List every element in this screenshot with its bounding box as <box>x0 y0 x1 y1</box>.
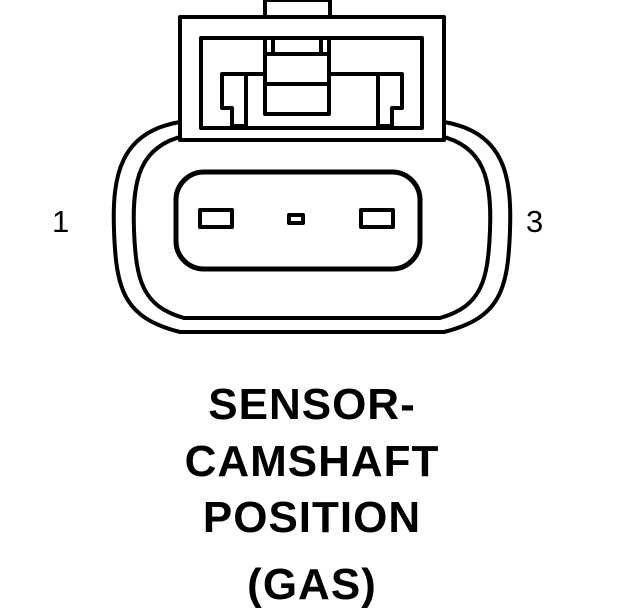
pin-terminal-1 <box>198 208 234 229</box>
caption-line: POSITION <box>202 493 422 542</box>
caption-line: (GAS) <box>247 560 377 609</box>
caption-line: CAMSHAFT <box>184 437 440 486</box>
caption-line: SENSOR- <box>208 380 416 429</box>
pin-label-3: 3 <box>526 204 544 239</box>
connector-inner-shell <box>131 134 493 320</box>
pin-terminal-2 <box>287 213 305 225</box>
connector-outer-shell <box>111 120 513 334</box>
pin-label-1: 1 <box>52 204 70 239</box>
locking-tab-top <box>263 0 332 19</box>
pin-terminal-3 <box>359 208 395 229</box>
pin-cavity <box>173 169 423 272</box>
